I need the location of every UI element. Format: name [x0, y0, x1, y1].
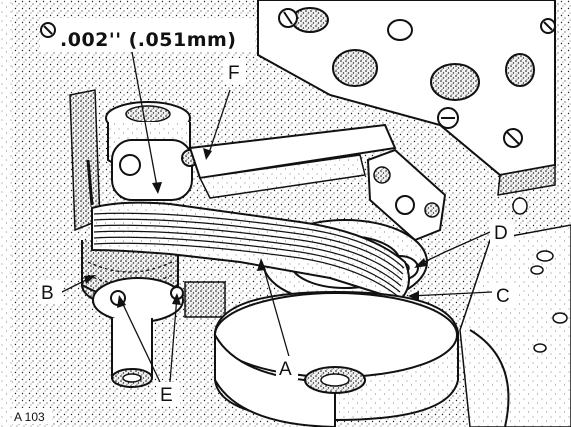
plate-hole — [505, 53, 535, 87]
plate-hole — [332, 49, 378, 87]
leader-F — [207, 89, 231, 157]
measurement-text: .002'' (.051mm) — [60, 29, 236, 51]
arrow-measurement — [152, 182, 162, 194]
gear-teeth — [184, 281, 226, 318]
label-F: F — [228, 63, 240, 84]
leader-measurement — [131, 51, 159, 193]
label-bg — [492, 283, 516, 307]
set-screw — [86, 159, 94, 206]
label-D: D — [494, 223, 508, 244]
plate-screw — [503, 128, 523, 148]
arrow-C — [408, 291, 419, 301]
leader-D — [415, 231, 491, 267]
casting-hole — [536, 250, 554, 262]
arrow-A — [257, 258, 266, 271]
casting-hole — [552, 312, 568, 324]
label-bg — [276, 356, 298, 380]
lever-arm-lower — [198, 154, 366, 199]
label-A: A — [279, 359, 292, 380]
plate-screw — [437, 107, 459, 129]
casting-hole — [512, 197, 528, 215]
label-bg — [224, 58, 246, 84]
timing-belt — [91, 201, 410, 302]
casting-hole — [530, 265, 544, 275]
left-pulley — [81, 240, 184, 323]
lower-shaft — [111, 318, 153, 388]
lever-arm — [188, 123, 397, 180]
arrow-D — [414, 258, 427, 268]
top-margin — [0, 0, 12, 427]
label-C: C — [496, 286, 510, 307]
arrow-E1 — [117, 295, 126, 308]
right-casting — [459, 224, 571, 427]
figure-reference: A 103 — [14, 410, 45, 424]
plate-screw — [540, 18, 556, 34]
casting-hole — [533, 343, 547, 353]
plate-edge — [497, 164, 556, 196]
label-bg — [156, 382, 180, 406]
label-bg — [12, 408, 52, 424]
label-B: B — [41, 283, 54, 304]
linkage-block — [366, 148, 447, 242]
leader-E1 — [119, 297, 161, 383]
leader-C — [409, 291, 493, 297]
label-bg — [38, 280, 62, 304]
casting-edge — [469, 329, 510, 427]
callout-screw-icon — [40, 22, 56, 38]
plate-hole — [430, 63, 480, 101]
arrow-F — [203, 148, 212, 160]
collar — [111, 139, 199, 201]
measurement-box — [40, 18, 255, 52]
label-E: E — [160, 385, 173, 406]
handwheel — [214, 290, 459, 427]
plate-hole — [387, 19, 413, 41]
arrow-B — [84, 275, 96, 284]
label-bg — [490, 220, 514, 244]
arrow-E2 — [172, 293, 181, 305]
leader-E2 — [169, 295, 178, 383]
plate-screw — [278, 8, 298, 28]
leader-A — [261, 261, 291, 361]
